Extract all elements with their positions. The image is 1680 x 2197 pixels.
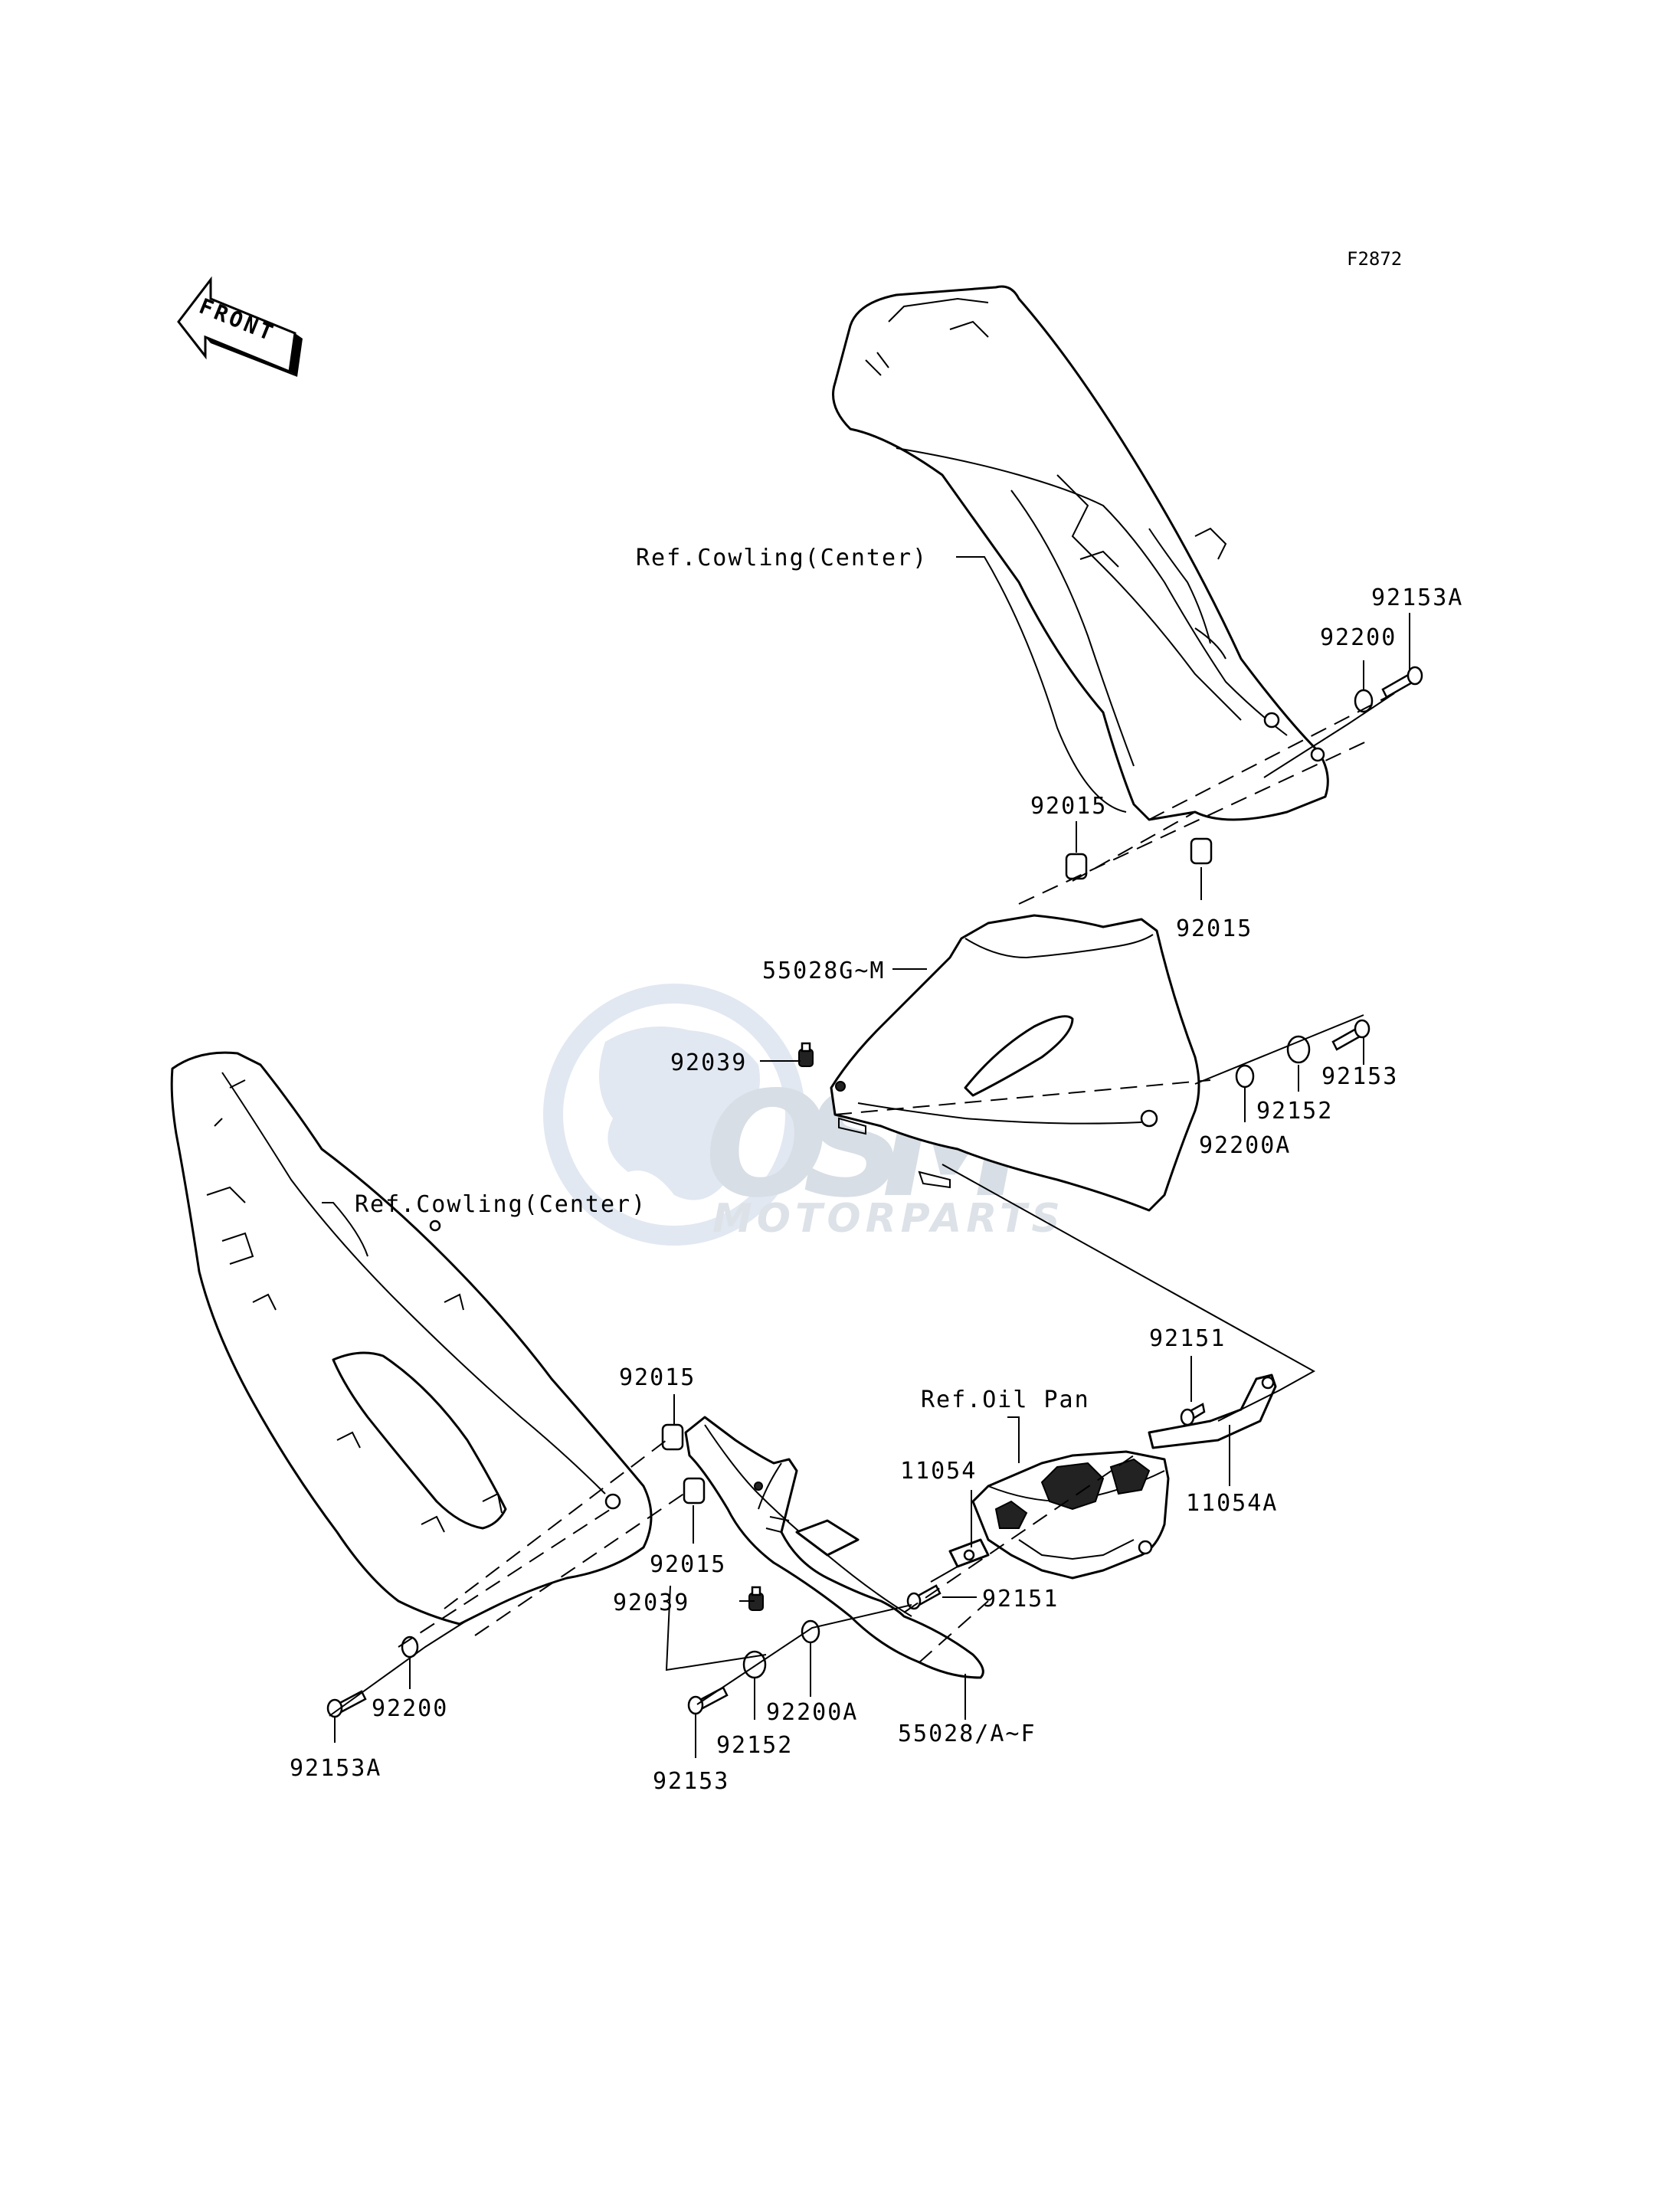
label-55028-a-f: 55028/A~F: [898, 1721, 1036, 1747]
bolt-icon: [687, 1686, 729, 1715]
collar-icon: [1190, 837, 1213, 865]
label-92151-mid: 92151: [982, 1586, 1059, 1613]
label-11054a: 11054A: [1186, 1490, 1278, 1517]
label-92039-upper: 92039: [670, 1049, 747, 1076]
bolt-icon: [906, 1584, 942, 1610]
label-ref-oil-pan: Ref.Oil Pan: [921, 1387, 1090, 1413]
upper-center-cowling: [832, 285, 1329, 821]
label-ref-cowling-center-left: Ref.Cowling(Center): [355, 1191, 647, 1218]
assembly-lines: [398, 692, 1395, 1663]
leader-lines: [322, 556, 1410, 1758]
washer-icon: [801, 1619, 820, 1644]
label-92200-top: 92200: [1320, 624, 1397, 651]
part-labels: Ref.Cowling(Center) 92153A 92200 92015 9…: [290, 545, 1463, 1795]
label-92153a-bottom: 92153A: [290, 1755, 382, 1782]
label-92152-bottom: 92152: [716, 1732, 793, 1759]
inner-cover-lower-55028-a-f: [684, 1416, 984, 1679]
bolt-icon: [1381, 666, 1423, 699]
watermark-continents-icon: [599, 1026, 760, 1200]
label-92015-upper-b: 92015: [1176, 915, 1253, 942]
label-92039-lower: 92039: [613, 1590, 689, 1616]
collar-icon: [661, 1423, 684, 1451]
label-92015-upper-a: 92015: [1030, 793, 1107, 820]
alignment-lines: [329, 692, 1395, 1717]
label-92151-top: 92151: [1149, 1325, 1226, 1352]
label-92200-bottom: 92200: [372, 1695, 448, 1722]
lower-center-cowling: [170, 1051, 653, 1626]
label-ref-cowling-center-top: Ref.Cowling(Center): [636, 545, 928, 571]
label-92200a-bottom: 92200A: [766, 1699, 858, 1726]
label-92015-lower-a: 92015: [619, 1364, 696, 1391]
bracket-11054a: [1148, 1374, 1277, 1449]
watermark-globe-icon: [543, 984, 805, 1246]
bolt-icon: [1331, 1019, 1371, 1051]
bolt-icon: [1180, 1403, 1206, 1426]
label-92200a-right: 92200A: [1199, 1132, 1291, 1159]
label-92153a-top: 92153A: [1371, 584, 1463, 611]
collar-icon: [683, 1477, 706, 1505]
clip-icon: [748, 1586, 764, 1611]
watermark-sub: MOTORPARTS: [712, 1196, 1065, 1242]
diagram-code: F2872: [1347, 248, 1402, 270]
clip-icon: [798, 1042, 814, 1067]
label-55028g-m: 55028G~M: [762, 958, 886, 984]
grommet-icon: [1286, 1035, 1311, 1064]
label-11054: 11054: [900, 1458, 977, 1485]
oil-pan: [971, 1450, 1170, 1580]
label-92015-lower-b: 92015: [650, 1551, 726, 1578]
inner-cover-upper-55028g-m: [830, 914, 1200, 1212]
washer-icon: [1235, 1064, 1255, 1089]
hardware: [326, 666, 1423, 1718]
label-92152-right: 92152: [1256, 1098, 1333, 1125]
label-92153-right: 92153: [1321, 1063, 1398, 1090]
label-92153-bottom: 92153: [653, 1768, 729, 1795]
front-direction-arrow-icon: FRONT: [177, 276, 303, 377]
